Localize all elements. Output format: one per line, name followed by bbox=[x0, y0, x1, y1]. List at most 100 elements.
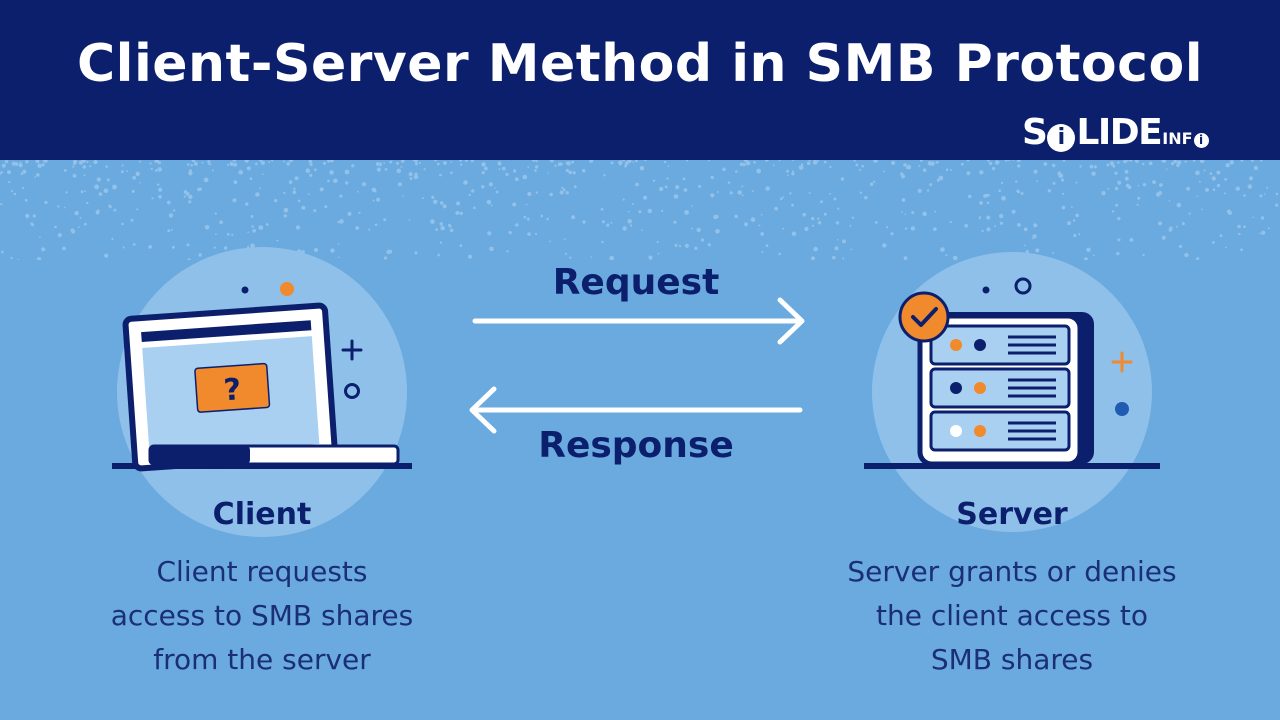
speckle-dot bbox=[260, 160, 265, 165]
speckle-dot bbox=[563, 238, 566, 240]
speckle-dot bbox=[986, 201, 990, 205]
speckle-dot bbox=[1024, 244, 1026, 247]
speckle-dot bbox=[1275, 192, 1279, 196]
laptop-icon: ? bbox=[122, 302, 338, 472]
speckle-dot bbox=[652, 179, 656, 182]
speckle-dot bbox=[396, 161, 400, 165]
speckle-dot bbox=[151, 197, 154, 200]
speckle-dot bbox=[873, 180, 876, 183]
speckle-dot bbox=[191, 160, 196, 163]
speckle-dot bbox=[43, 160, 48, 163]
speckle-dot bbox=[408, 219, 411, 221]
speckle-dot bbox=[1001, 195, 1006, 201]
speckle-dot bbox=[1267, 227, 1270, 230]
speckle-dot bbox=[329, 160, 334, 163]
speckle-dot bbox=[166, 200, 171, 205]
speckle-dot bbox=[986, 215, 991, 220]
speckle-dot bbox=[10, 256, 13, 260]
speckle-dot bbox=[635, 182, 639, 187]
speckle-dot bbox=[1248, 176, 1254, 181]
speckle-dot bbox=[882, 170, 885, 173]
speckle-dot bbox=[86, 160, 89, 163]
speckle-dot bbox=[1052, 181, 1056, 185]
speckle-dot bbox=[1135, 160, 1139, 163]
speckle-dot bbox=[589, 160, 594, 163]
speckle-dot bbox=[581, 168, 586, 173]
speckle-dot bbox=[643, 195, 648, 200]
speckle-dot bbox=[283, 191, 286, 195]
speckle-dot bbox=[638, 210, 642, 214]
speckle-dot bbox=[918, 165, 921, 167]
speckle-dot bbox=[158, 187, 163, 192]
speckle-dot bbox=[904, 227, 908, 230]
speckle-dot bbox=[901, 174, 906, 179]
speckle-dot bbox=[874, 221, 878, 224]
speckle-dot bbox=[431, 195, 435, 199]
speckle-dot bbox=[684, 243, 690, 248]
speckle-dot bbox=[198, 253, 202, 257]
speckle-dot bbox=[1226, 209, 1231, 214]
speckle-dot bbox=[226, 232, 230, 236]
speckle-dot bbox=[1, 250, 4, 254]
speckle-dot bbox=[1136, 203, 1139, 206]
speckle-dot bbox=[882, 243, 887, 248]
speckle-dot bbox=[722, 167, 726, 172]
speckle-dot bbox=[246, 245, 250, 249]
speckle-dot bbox=[751, 190, 754, 193]
speckle-dot bbox=[81, 160, 86, 163]
speckle-dot bbox=[804, 226, 809, 232]
speckle-dot bbox=[54, 225, 57, 229]
speckle-dot bbox=[823, 160, 827, 164]
speckle-dot bbox=[148, 245, 153, 249]
speckle-dot bbox=[1212, 188, 1216, 191]
speckle-dot bbox=[371, 187, 377, 193]
speckle-dot bbox=[430, 219, 435, 224]
speckle-dot bbox=[396, 168, 402, 174]
speckle-dot bbox=[559, 190, 564, 195]
speckle-dot bbox=[782, 196, 785, 198]
speckle-dot bbox=[1168, 199, 1171, 202]
speckle-dot bbox=[268, 161, 271, 163]
speckle-dot bbox=[319, 187, 324, 192]
question-mark-icon bbox=[194, 362, 271, 413]
logo-letter-s: S bbox=[1022, 112, 1048, 153]
speckle-dot bbox=[0, 203, 3, 206]
speckle-dot bbox=[694, 246, 698, 250]
speckle-dot bbox=[801, 163, 804, 166]
speckle-dot bbox=[204, 225, 210, 230]
speckle-dot bbox=[554, 164, 557, 167]
speckle-dot bbox=[471, 189, 475, 193]
speckle-dot bbox=[934, 210, 937, 213]
speckle-dot bbox=[572, 171, 576, 175]
server-description: Server grants or denies the client acces… bbox=[792, 550, 1232, 682]
speckle-dot bbox=[540, 214, 544, 218]
speckle-dot bbox=[1219, 234, 1223, 238]
speckle-dot bbox=[764, 160, 769, 162]
speckle-dot bbox=[1152, 180, 1156, 184]
speckle-dot bbox=[1196, 195, 1199, 198]
speckle-dot bbox=[374, 190, 377, 193]
speckle-dot bbox=[397, 182, 402, 187]
speckle-dot bbox=[337, 221, 340, 224]
speckle-dot bbox=[940, 247, 945, 252]
client-description-line: access to SMB shares bbox=[110, 599, 414, 632]
ring-icon bbox=[344, 383, 360, 399]
speckle-dot bbox=[208, 163, 211, 166]
speckle-dot bbox=[979, 170, 984, 175]
speckle-dot bbox=[1243, 194, 1246, 197]
speckle-dot bbox=[11, 161, 16, 166]
speckle-dot bbox=[258, 160, 263, 162]
speckle-dot bbox=[869, 182, 874, 186]
speckle-dot bbox=[1129, 238, 1134, 242]
speckle-dot bbox=[1075, 181, 1078, 184]
speckle-dot bbox=[873, 160, 878, 163]
speckle-dot bbox=[1235, 186, 1241, 191]
speckle-dot bbox=[922, 168, 927, 172]
speckle-dot bbox=[35, 160, 40, 164]
speckle-dot bbox=[1117, 216, 1121, 221]
speckle-dot bbox=[998, 189, 1002, 193]
speckle-dot bbox=[791, 172, 795, 176]
speckle-dot bbox=[7, 170, 11, 175]
speckle-dot bbox=[641, 229, 643, 232]
speckle-dot bbox=[513, 169, 517, 173]
